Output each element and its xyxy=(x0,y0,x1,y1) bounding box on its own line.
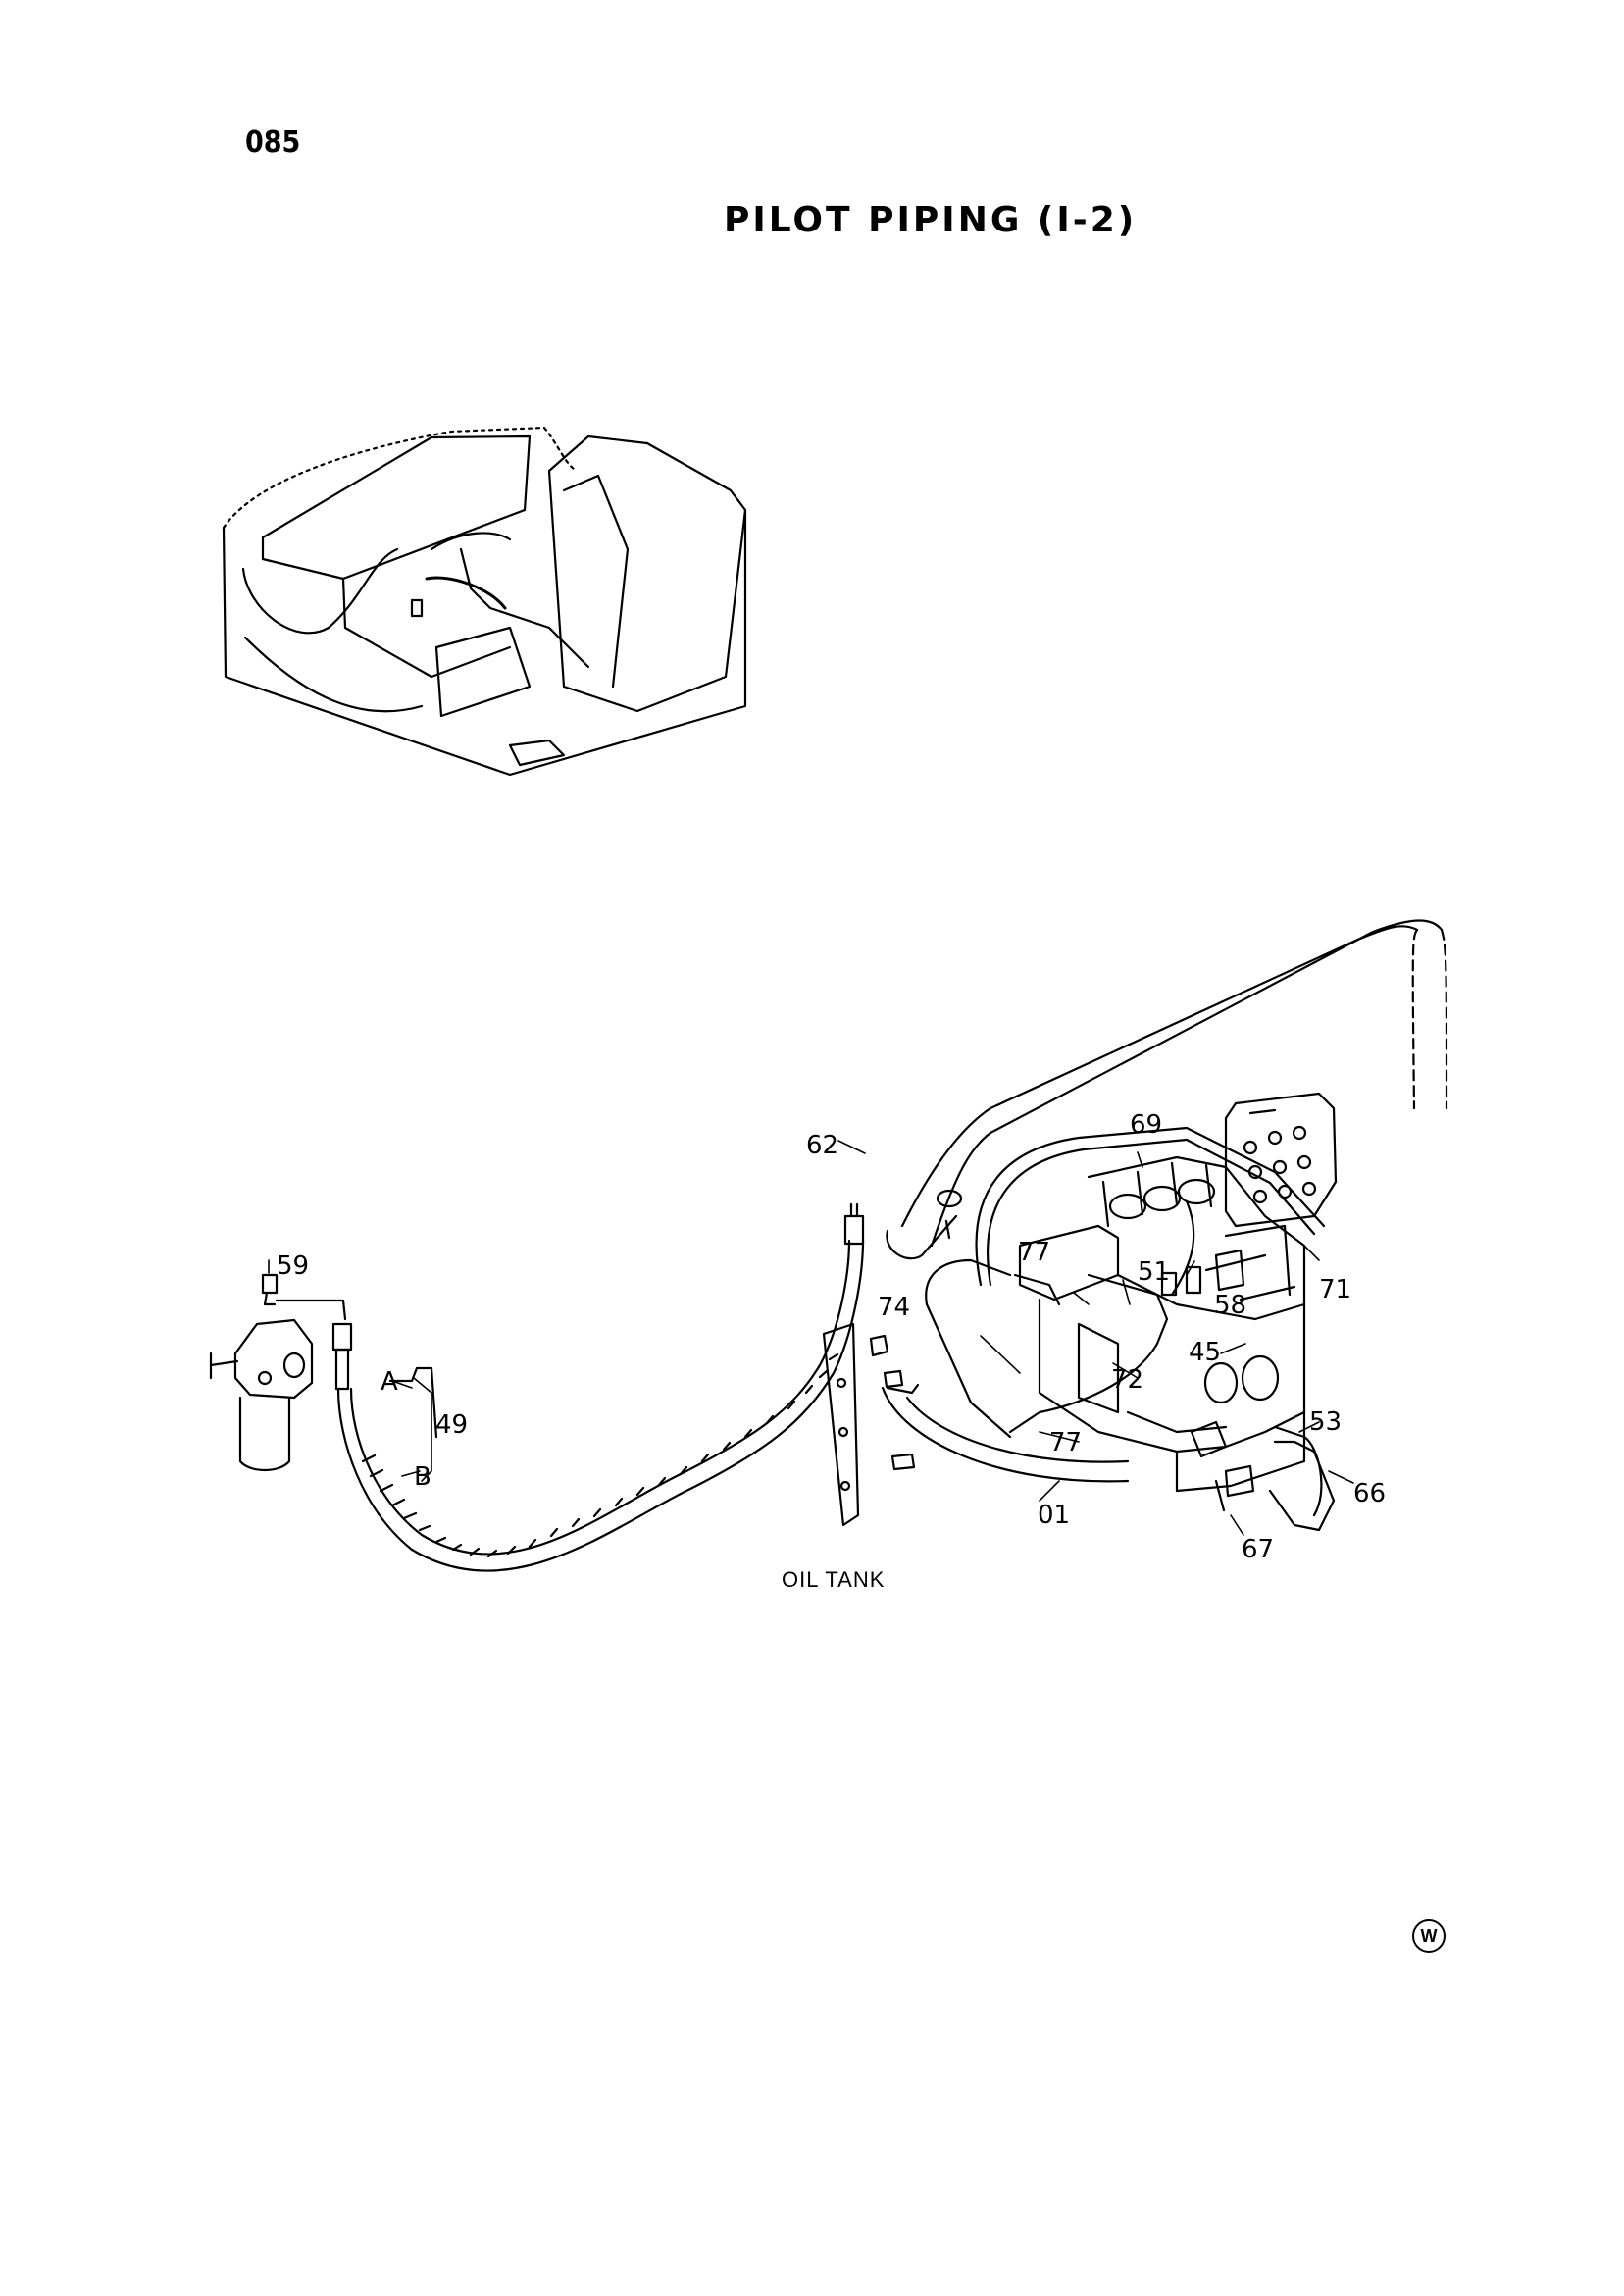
page-title: PILOT PIPING (I-2) xyxy=(724,200,1138,240)
machine-overview xyxy=(222,426,747,777)
oil-tank-plate xyxy=(822,1322,920,1527)
callout-77-upper: 77 xyxy=(1018,1238,1051,1267)
callout-58: 58 xyxy=(1214,1291,1247,1320)
callout-74: 74 xyxy=(878,1293,911,1322)
leader-lines xyxy=(268,1140,1354,1536)
callout-01: 01 xyxy=(1038,1501,1071,1530)
pilot-filter xyxy=(209,1273,314,1472)
tank-return-pipe xyxy=(886,919,1448,1260)
callout-69: 69 xyxy=(1130,1110,1163,1140)
callout-77-lower: 77 xyxy=(1049,1428,1083,1457)
pilot-valve-block xyxy=(1224,1092,1338,1228)
page-number: 085 xyxy=(245,126,301,160)
pilot-hoses xyxy=(881,1126,1336,1532)
callout-62: 62 xyxy=(806,1131,839,1160)
callout-45: 45 xyxy=(1189,1338,1222,1367)
oil-tank-label: OIL TANK xyxy=(782,1567,886,1592)
callout-71: 71 xyxy=(1319,1275,1352,1304)
callout-59: 59 xyxy=(277,1251,310,1281)
hose-end-a-label: A xyxy=(381,1367,398,1397)
callout-53: 53 xyxy=(1309,1407,1343,1437)
hose-end-b-label: B xyxy=(414,1462,431,1492)
callout-72: 72 xyxy=(1111,1365,1144,1395)
callout-49: 49 xyxy=(435,1410,469,1440)
callout-51: 51 xyxy=(1138,1257,1171,1287)
callout-67: 67 xyxy=(1242,1535,1275,1564)
pilot-hose-49 xyxy=(275,1202,865,1572)
corner-mark: W xyxy=(1412,1919,1446,1953)
callout-66: 66 xyxy=(1353,1479,1387,1508)
